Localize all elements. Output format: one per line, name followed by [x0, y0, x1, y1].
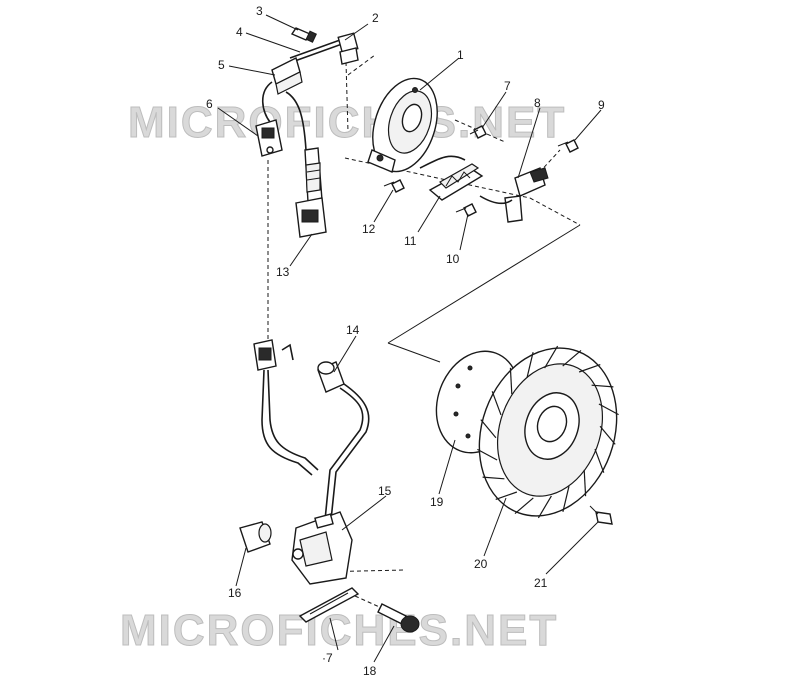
callout-13: 13 — [276, 265, 290, 279]
fan-blade — [537, 495, 552, 519]
callout-16: 16 — [228, 586, 242, 600]
callout-1: 1 — [457, 48, 464, 62]
callout-14: 14 — [346, 323, 360, 337]
callout-17: ·7 — [322, 651, 333, 665]
fan-blade — [509, 367, 513, 395]
watermark-bottom: MICROFICHES.NET — [120, 606, 558, 655]
fan-part — [477, 345, 619, 519]
callout-6: 6 — [206, 97, 213, 111]
clamp-screw-part — [290, 27, 317, 43]
callout-labels: 3 2 4 5 6 1 7 8 9 10 11 12 13 14 15 16 ·… — [206, 4, 605, 678]
callout-20: 20 — [474, 557, 488, 571]
callout-9: 9 — [598, 98, 605, 112]
stator-plate-part — [367, 77, 438, 173]
stator-screw-part — [469, 125, 487, 139]
fan-blade — [526, 352, 534, 378]
harness-connector-part — [295, 147, 327, 238]
grommet-part — [271, 56, 303, 95]
connector-housing-part — [255, 119, 283, 157]
fan-bolt-part — [589, 505, 613, 525]
leader-lines — [217, 14, 602, 663]
fan-blade — [480, 419, 497, 439]
fan-blade — [599, 425, 616, 445]
pulser-coil-part — [479, 167, 549, 223]
fan-blade — [491, 391, 502, 416]
rubber-cap-part — [239, 521, 272, 553]
callout-3: 3 — [256, 4, 263, 18]
fan-blade — [477, 448, 498, 461]
fan-blade — [495, 491, 518, 500]
spark-plug-cap-part — [317, 361, 370, 521]
callout-8: 8 — [534, 96, 541, 110]
fan-blade — [482, 476, 505, 480]
callout-18: 18 — [363, 664, 377, 678]
callout-7: 7 — [504, 79, 511, 93]
fan-blade — [578, 364, 601, 373]
wire-clamp-part — [289, 32, 359, 65]
callout-15: 15 — [378, 484, 392, 498]
lower-connector-part — [253, 339, 319, 476]
callout-2: 2 — [372, 11, 379, 25]
ground-strap-part — [298, 587, 360, 623]
coil-bolt-part — [377, 603, 420, 633]
bracket-screw-part — [455, 203, 477, 217]
fan-blades — [477, 345, 619, 519]
fan-blade — [594, 448, 605, 473]
callout-19: 19 — [430, 495, 444, 509]
callout-12: 12 — [362, 222, 376, 236]
plate-screw-part — [383, 179, 405, 193]
watermark-top: MICROFICHES.NET — [128, 98, 566, 147]
callout-10: 10 — [446, 252, 460, 266]
callout-5: 5 — [218, 58, 225, 72]
fan-blade — [591, 384, 614, 388]
fan-blade — [514, 497, 534, 515]
fan-blade — [544, 345, 559, 369]
fan-blade — [562, 486, 570, 512]
fan-blade — [562, 349, 582, 367]
fan-blade — [583, 469, 587, 497]
fan-blade — [598, 403, 619, 416]
callout-4: 4 — [236, 25, 243, 39]
callout-11: 11 — [404, 234, 417, 248]
pulser-screw-part — [557, 139, 579, 153]
coil-bracket-part — [419, 155, 484, 201]
ignition-coil-part — [291, 511, 353, 585]
callout-21: 21 — [534, 576, 548, 590]
